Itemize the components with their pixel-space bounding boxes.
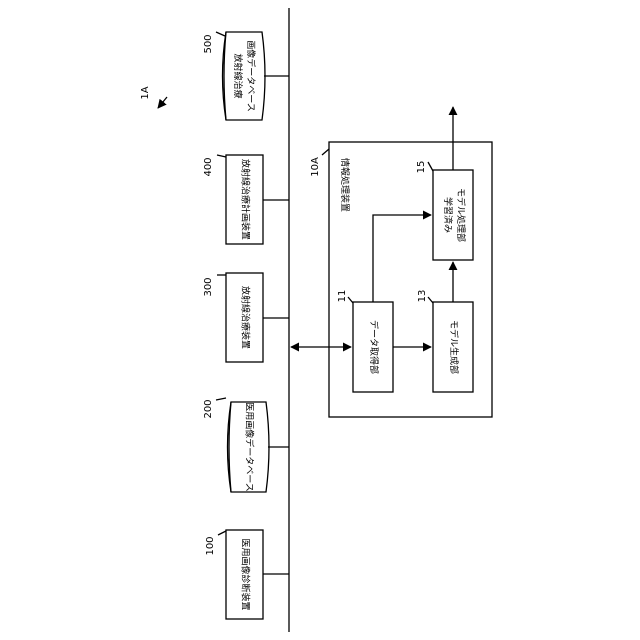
info-processor-label: 情報処理装置 <box>339 158 351 212</box>
device-500-label-line2: 画像データベース <box>245 40 257 112</box>
device-500-leader <box>216 32 225 36</box>
diagram-ref-arrow <box>158 97 167 108</box>
device-500-ref: 500 <box>203 34 214 53</box>
device-500-cylinder <box>223 32 266 120</box>
data-acquisition-label: データ取得部 <box>368 320 380 374</box>
device-100-label: 医用画像診断装置 <box>240 538 252 610</box>
data-acquisition-ref: 11 <box>337 290 348 303</box>
model-generation-ref: 13 <box>417 290 428 303</box>
device-400-label: 放射線治療計画装置 <box>240 159 252 240</box>
trained-model-box <box>433 170 473 260</box>
device-200-leader <box>216 398 226 400</box>
trained-model-label-line1: 学習済み <box>442 197 454 233</box>
device-200-ref: 200 <box>203 399 214 418</box>
diagram-ref-label: 1A <box>140 86 151 99</box>
device-400-ref: 400 <box>203 157 214 176</box>
device-100-leader <box>218 531 226 535</box>
device-200-label: 医用画像データベース <box>244 402 256 492</box>
info-processor-leader <box>322 149 329 155</box>
device-300-ref: 300 <box>203 277 214 296</box>
trained-model-label-line2: モデル処理部 <box>455 188 467 242</box>
trained-model-ref: 15 <box>416 161 427 174</box>
device-300-label: 放射線治療装置 <box>240 286 252 349</box>
device-500-label-line1: 放射線治療 <box>232 53 244 98</box>
info-processor-ref: 10A <box>310 157 321 177</box>
device-400-leader <box>217 155 226 157</box>
device-100-ref: 100 <box>205 536 216 555</box>
model-generation-label: モデル生成部 <box>448 320 460 374</box>
